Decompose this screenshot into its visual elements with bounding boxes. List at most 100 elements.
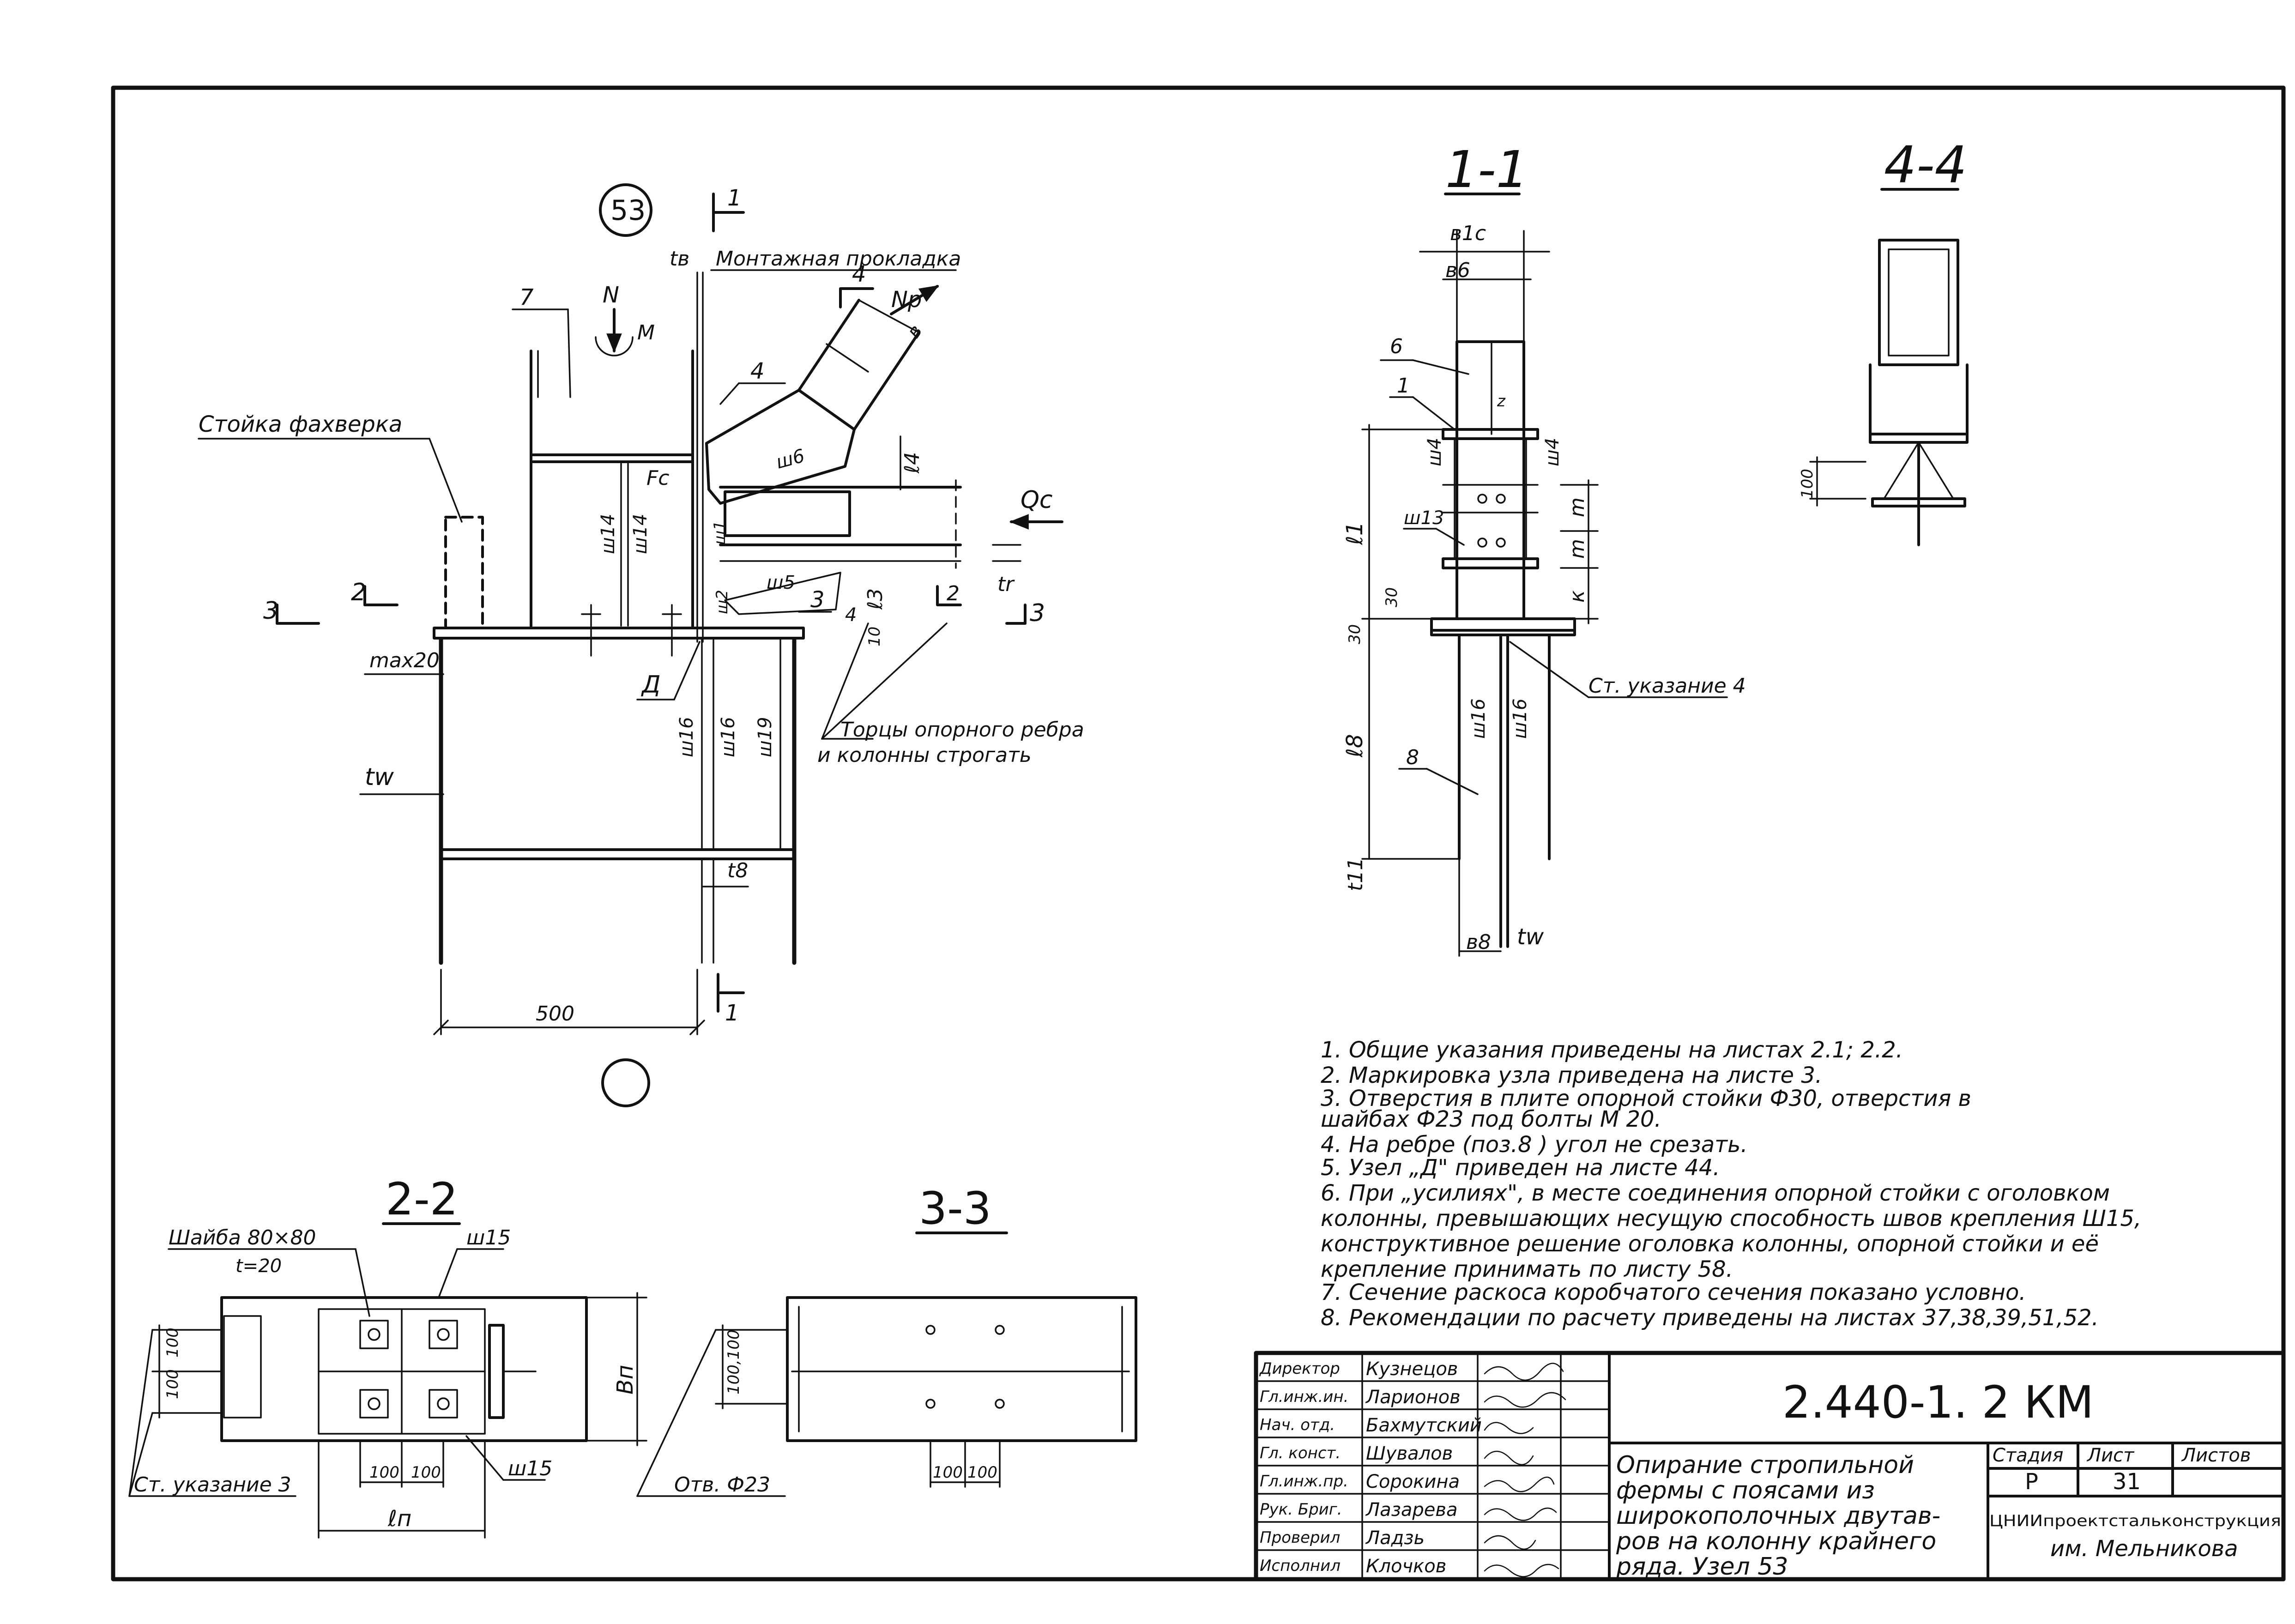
tw-section-label: tw <box>1517 924 1544 950</box>
dim-30b: 30 <box>1346 624 1364 644</box>
section-4-4: 4-4 100 <box>1798 135 1969 546</box>
weld-w14-b: ш14 <box>630 514 651 555</box>
lp-label: ℓп <box>387 1506 411 1532</box>
stadia-value: Р <box>2025 1469 2038 1495</box>
m1-label: m <box>1565 497 1589 517</box>
force-Qc: Qc <box>1021 486 1053 514</box>
l1-label: ℓ1 <box>1342 522 1368 545</box>
staff-role-6: Рук. Бриг. <box>1260 1500 1342 1519</box>
node-label: 53 <box>610 194 646 227</box>
b6-label: в6 <box>1445 259 1470 282</box>
t-b-label: tв <box>670 247 689 271</box>
shaiba-line-1: Шайба 80×80 <box>169 1226 316 1250</box>
staff-role-1: Директор <box>1259 1359 1340 1378</box>
staff-name-7: Ладзь <box>1365 1527 1425 1549</box>
note-1: 1. Общие указания приведены на листах 2.… <box>1321 1037 1903 1063</box>
dim-3-3-b: 100 <box>933 1463 963 1482</box>
mark-1: 1 <box>1397 374 1410 398</box>
weld-w19: ш19 <box>755 717 776 758</box>
note-6c: конструктивное решение оголовка колонны,… <box>1321 1231 2099 1257</box>
l4-label: ℓ4 <box>900 452 924 474</box>
section-2-2-title: 2-2 <box>386 1173 458 1225</box>
t8-label: t8 <box>727 859 748 882</box>
title-line-3: широкополочных двутав- <box>1616 1502 1940 1530</box>
weld-w2: ш2 <box>713 590 731 614</box>
weld-w16-b: ш16 <box>718 717 739 758</box>
list-label: Лист <box>2086 1445 2135 1466</box>
torcy-line-1: Торцы опорного ребра <box>840 718 1084 742</box>
section-4-4-dim-100: 100 <box>1798 469 1817 499</box>
ukaz3-label: Ст. указание 3 <box>134 1473 291 1497</box>
m2-label: m <box>1565 539 1589 559</box>
note-4: 4. На ребре (поз.8 ) угол не срезать. <box>1321 1132 1748 1158</box>
note-6b: колонны, превышающих несущую способность… <box>1321 1206 2141 1232</box>
dim-100-d: 100 <box>411 1463 441 1482</box>
force-N: N <box>603 282 619 308</box>
dim-10: 10 <box>865 627 884 646</box>
w15-bottom: ш15 <box>508 1457 552 1480</box>
org-line-2: им. Мельникова <box>2050 1536 2238 1562</box>
tr-label: tr <box>997 573 1015 596</box>
listov-label: Листов <box>2181 1445 2251 1466</box>
section-4-4-title: 4-4 <box>1884 135 1967 194</box>
title-line-5: ряда. Узел 53 <box>1616 1553 1788 1581</box>
staff-name-8: Клочков <box>1366 1556 1446 1577</box>
staff-name-2: Ларионов <box>1365 1387 1461 1408</box>
weld-w5: ш5 <box>767 572 795 593</box>
mark-3: 3 <box>810 587 825 613</box>
empty-circle <box>601 1058 650 1107</box>
staff-role-5: Гл.инж.пр. <box>1260 1472 1348 1491</box>
section-4-marker: 4 <box>852 261 866 287</box>
note-3: 3. Отверстия в плите опорной стойки Ф30,… <box>1321 1086 1971 1111</box>
mark-4: 4 <box>750 358 765 384</box>
dim-4: 4 <box>845 604 857 626</box>
dim-3-3-c: 100 <box>967 1463 997 1482</box>
z-label: z <box>1497 392 1506 411</box>
Bp-label: Вп <box>612 1365 638 1395</box>
dim-100-a: 100 <box>163 1328 182 1358</box>
staff-name-3: Бахмутский <box>1366 1415 1482 1436</box>
staff-role-3: Нач. отд. <box>1260 1416 1335 1434</box>
staff-role-2: Гл.инж.ин. <box>1260 1388 1348 1406</box>
w16-left: ш16 <box>1468 699 1489 739</box>
note-6: 6. При „усилиях", в месте соединения опо… <box>1321 1180 2110 1206</box>
dim-3-3-left: 100,100 <box>725 1329 743 1395</box>
mark-6: 6 <box>1390 335 1403 358</box>
weld-w14-a: ш14 <box>598 514 619 555</box>
stadia-label: Стадия <box>1993 1445 2063 1466</box>
mark-8: 8 <box>1406 746 1419 769</box>
weld-w16-a: ш16 <box>676 717 697 758</box>
weld-w6: ш6 <box>774 445 807 473</box>
D-label: Д <box>641 671 661 699</box>
tw-label: tw <box>365 763 394 791</box>
section-1-1: 1-1 в1c в6 6 1 z ш4 ш4 ш13 <box>1342 140 1746 957</box>
l8-label: ℓ8 <box>1342 734 1368 758</box>
force-Fc: Fc <box>646 466 670 490</box>
weld-w1: ш1 <box>711 520 729 545</box>
dim-30a: 30 <box>1383 587 1401 607</box>
stoika-label: Стойка фахверка <box>199 411 402 437</box>
sheet-frame <box>111 85 2286 1582</box>
torcy-line-2: и колонны строгать <box>817 743 1032 767</box>
dim-500: 500 <box>536 1002 574 1026</box>
drawing-code: 2.440-1. 2 КМ <box>1782 1376 2094 1428</box>
section-1-bottom: 1 <box>725 1000 739 1026</box>
dim-100-b: 100 <box>163 1369 182 1399</box>
mark-7: 7 <box>519 284 534 310</box>
shaiba-line-2: t=20 <box>236 1256 282 1277</box>
k-label: к <box>1565 590 1589 603</box>
note-8: 8. Рекомендации по расчету приведены на … <box>1321 1305 2099 1331</box>
b8-label: в8 <box>1466 930 1491 954</box>
title-line-4: ров на колонну крайнего <box>1616 1527 1936 1555</box>
w13-label: ш13 <box>1404 507 1444 529</box>
note-5: 5. Узел „Д" приведен на листе 44. <box>1321 1155 1720 1181</box>
note-6d: крепление принимать по листу 58. <box>1321 1256 1733 1282</box>
section-3-3-title: 3-3 <box>919 1183 991 1234</box>
title-line-2: фермы с поясами из <box>1616 1477 1875 1504</box>
otv-label: Отв. Ф23 <box>674 1473 770 1497</box>
main-view: 53 1 tв Монтажная прокладка 7 N M ш14 ш1… <box>198 183 1084 1107</box>
title-block: Директор Кузнецов Гл.инж.ин. Ларионов На… <box>1254 1351 2286 1582</box>
section-1-1-title: 1-1 <box>1445 140 1528 199</box>
title-line-1: Опирание стропильной <box>1616 1451 1914 1479</box>
w4-right: ш4 <box>1542 438 1563 466</box>
